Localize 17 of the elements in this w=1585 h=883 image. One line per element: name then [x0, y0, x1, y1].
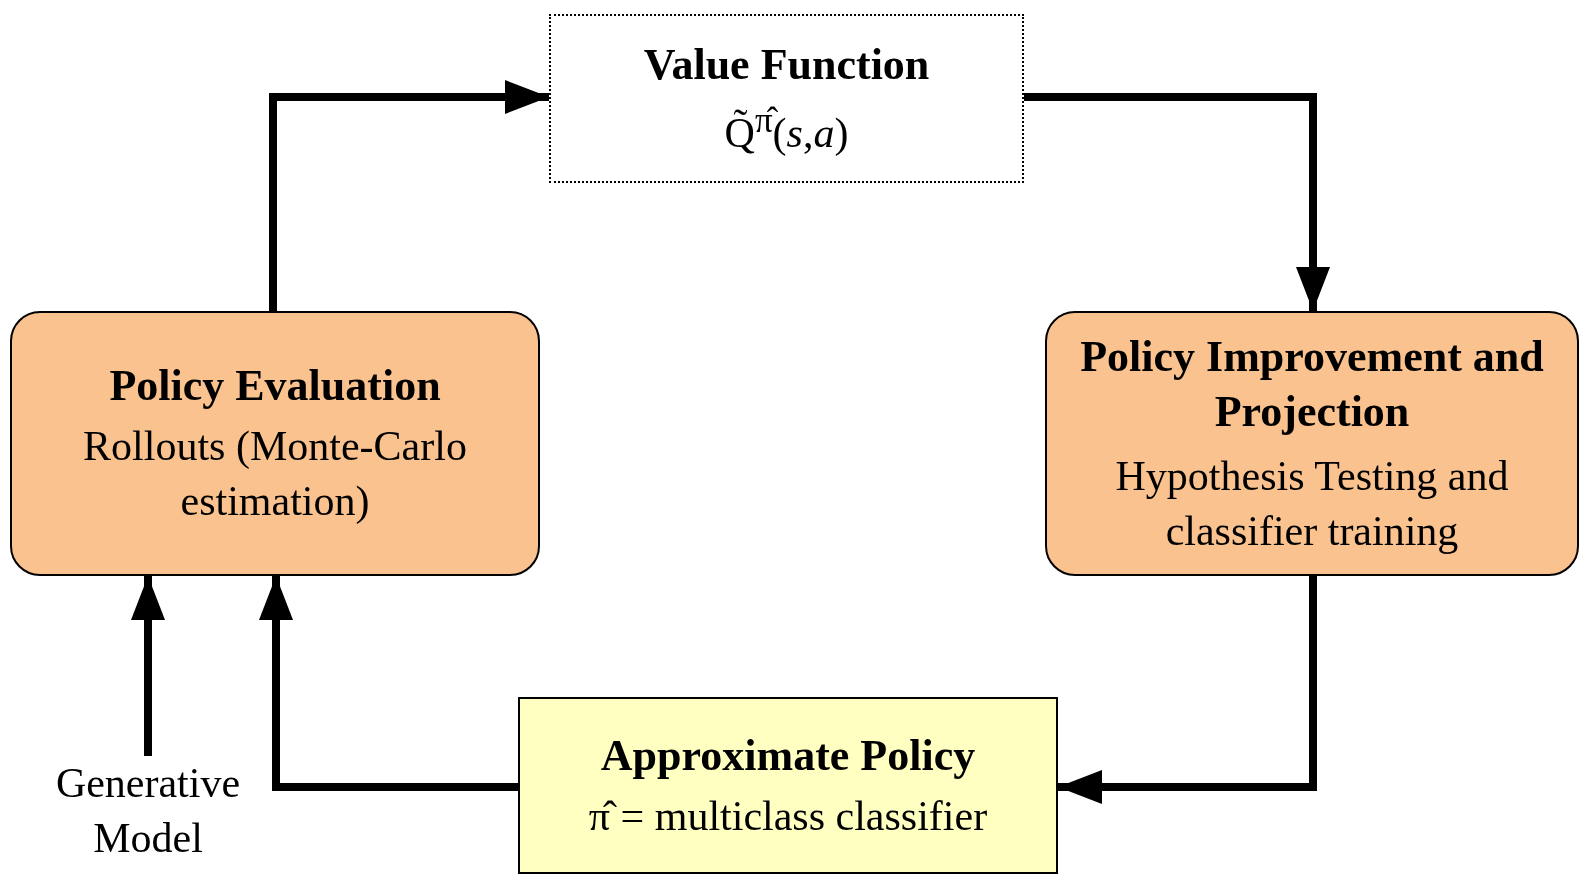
node-label: Generative Model	[36, 756, 260, 866]
box-text: Hypothesis Testing and classifier training	[1114, 451, 1510, 556]
box-heading: Approximate Policy	[600, 729, 976, 782]
box-heading: Policy Improvement and Projection	[1079, 330, 1545, 438]
box-text: Q̃$^{π̂}$(s,a)	[724, 99, 849, 158]
arrow	[269, 80, 549, 311]
box-heading: Policy Evaluation	[109, 360, 441, 413]
process-box	[1045, 311, 1579, 576]
box-heading: Value Function	[643, 38, 930, 91]
policy-box	[518, 697, 1058, 874]
box-text: Rollouts (Monte-Carlo estimation)	[82, 422, 468, 526]
value-function-box	[549, 14, 1024, 183]
arrow	[1024, 93, 1330, 311]
process-box	[10, 311, 540, 576]
box-text: π̂ = multiclass classifier	[588, 791, 988, 841]
arrow	[1058, 576, 1317, 804]
arrow	[259, 576, 518, 791]
